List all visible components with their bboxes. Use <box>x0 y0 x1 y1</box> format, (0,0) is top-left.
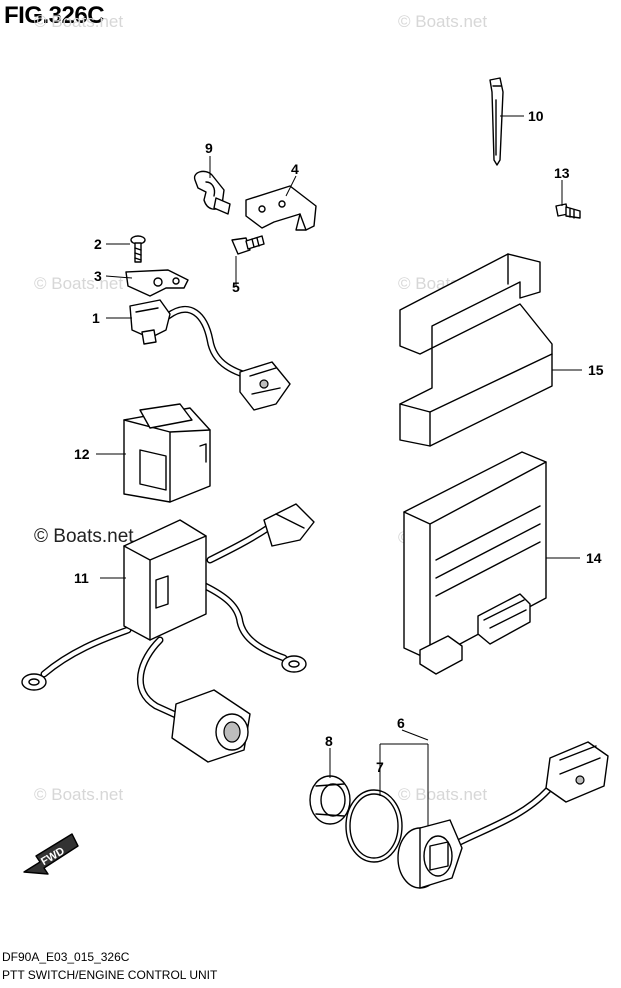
clamp-icon <box>193 170 231 215</box>
bolt-icon <box>231 235 265 255</box>
bolt-icon <box>555 203 581 219</box>
callout-5: 5 <box>232 279 240 295</box>
module-icon <box>21 503 315 763</box>
watermark: © Boats.net <box>34 785 124 804</box>
cover-icon <box>123 403 211 503</box>
callout-4: 4 <box>291 161 299 177</box>
callout-13: 13 <box>554 165 570 181</box>
switch-icon <box>129 299 291 411</box>
callout-6: 6 <box>397 715 405 731</box>
copyright-notice: © Boats.net <box>34 526 134 547</box>
callout-2: 2 <box>94 236 102 252</box>
callout-15: 15 <box>588 362 604 378</box>
callout-9: 9 <box>205 140 213 156</box>
watermark: © Boats.net <box>34 274 124 293</box>
figure-title: FIG.326C <box>4 2 105 29</box>
screw-icon <box>130 235 146 263</box>
watermark: © Boats.net <box>34 12 124 31</box>
callout-14: 14 <box>586 550 602 566</box>
plate-icon <box>125 269 189 297</box>
leader-lines <box>96 115 582 826</box>
callout-1: 1 <box>92 310 100 326</box>
bracket-icon <box>245 185 317 231</box>
callout-8: 8 <box>325 733 333 749</box>
direction-label: FWD <box>39 845 67 868</box>
callout-labels: 1 2 3 4 5 6 7 8 9 10 11 12 13 14 15 <box>74 108 604 775</box>
figure-name: PTT SWITCH/ENGINE CONTROL UNIT <box>2 968 218 982</box>
ring-icon <box>345 789 403 863</box>
callout-12: 12 <box>74 446 90 462</box>
fwd-arrow-icon: FWD <box>23 833 79 875</box>
callout-10: 10 <box>528 108 544 124</box>
watermark: © Boats.net <box>398 785 488 804</box>
callout-7: 7 <box>376 759 384 775</box>
tie-icon <box>489 77 504 166</box>
callout-11: 11 <box>74 570 89 586</box>
switch-icon <box>397 741 609 889</box>
holder-icon <box>399 253 553 447</box>
ecu-icon <box>403 451 547 675</box>
figure-code: DF90A_E03_015_326C <box>2 950 130 964</box>
watermark: © Boats.net <box>398 12 488 31</box>
nut-icon <box>309 775 351 825</box>
callout-3: 3 <box>94 268 102 284</box>
